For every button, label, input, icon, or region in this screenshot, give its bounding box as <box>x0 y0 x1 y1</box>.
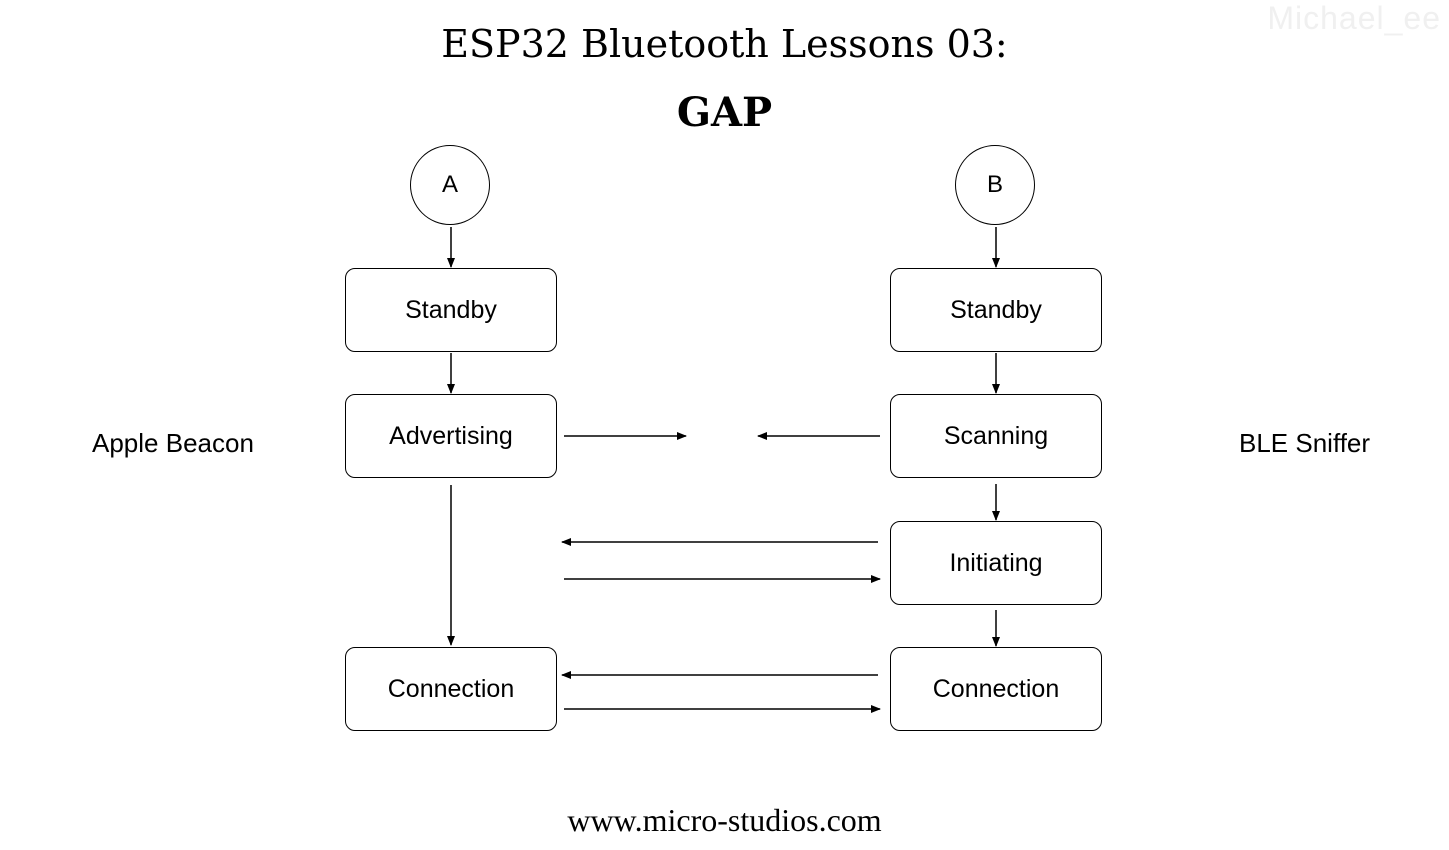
right-standby-box: Standby <box>890 268 1102 352</box>
page-title: ESP32 Bluetooth Lessons 03: <box>441 22 1008 66</box>
page-subtitle: GAP <box>676 89 773 136</box>
left-device-label: Apple Beacon <box>92 428 254 458</box>
right-device-label: BLE Sniffer <box>1239 428 1371 458</box>
right-standby-label: Standby <box>950 295 1042 324</box>
left-connection-box: Connection <box>345 647 557 731</box>
footer-website: www.micro-studios.com <box>567 802 882 838</box>
right-connection-box: Connection <box>890 647 1102 731</box>
left-advertising-label: Advertising <box>389 421 513 450</box>
left-standby-label: Standby <box>405 295 497 324</box>
right-scanning-box: Scanning <box>890 394 1102 478</box>
left-connection-label: Connection <box>387 674 515 703</box>
right-initiating-label: Initiating <box>949 548 1043 577</box>
right-connection-label: Connection <box>932 674 1060 703</box>
right-scanning-label: Scanning <box>943 421 1049 450</box>
watermark-text: Michael_ee <box>1267 0 1441 36</box>
right-initiating-box: Initiating <box>890 521 1102 605</box>
node-b-circle: B <box>955 145 1035 225</box>
left-standby-box: Standby <box>345 268 557 352</box>
node-b-label: B <box>986 171 1003 198</box>
left-advertising-box: Advertising <box>345 394 557 478</box>
node-a-circle: A <box>410 145 490 225</box>
node-a-label: A <box>441 171 458 198</box>
